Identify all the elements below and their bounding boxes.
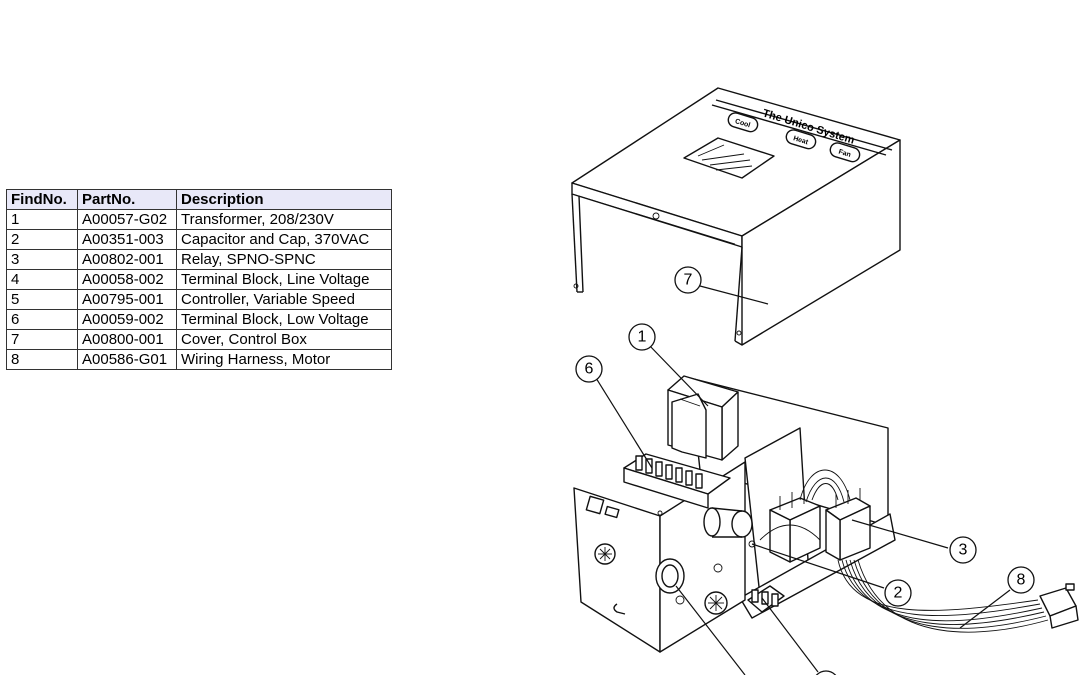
header-findno: FindNo. bbox=[6, 189, 78, 210]
find-no: 8 bbox=[6, 349, 78, 370]
capacitor bbox=[703, 507, 756, 548]
find-no: 4 bbox=[6, 269, 78, 290]
table-row: 5 A00795-001 Controller, Variable Speed bbox=[6, 289, 392, 310]
header-partno: PartNo. bbox=[77, 189, 177, 210]
part-no: A00586-G01 bbox=[77, 349, 177, 370]
relays bbox=[769, 488, 871, 563]
header-description: Description bbox=[176, 189, 392, 210]
callout-6: 6 bbox=[575, 355, 603, 383]
svg-text:7: 7 bbox=[684, 272, 693, 289]
cover-button-heat: Heat bbox=[792, 135, 809, 146]
parts-table: FindNo. PartNo. Description 1 A00057-G02… bbox=[6, 189, 392, 370]
find-no: 6 bbox=[6, 309, 78, 330]
description: Transformer, 208/230V bbox=[176, 209, 392, 230]
svg-text:2: 2 bbox=[894, 585, 903, 602]
svg-text:8: 8 bbox=[1017, 572, 1026, 589]
callout-3: 3 bbox=[949, 536, 977, 564]
control-box-cover: The Unico System Cool Heat Fan bbox=[571, 87, 901, 346]
description: Wiring Harness, Motor bbox=[176, 349, 392, 370]
transformer bbox=[667, 375, 739, 461]
callout-8: 8 bbox=[1007, 566, 1035, 594]
part-no: A00795-001 bbox=[77, 289, 177, 310]
find-no: 2 bbox=[6, 229, 78, 250]
find-no: 5 bbox=[6, 289, 78, 310]
table-row: 4 A00058-002 Terminal Block, Line Voltag… bbox=[6, 269, 392, 290]
svg-text:3: 3 bbox=[959, 542, 968, 559]
table-row: 2 A00351-003 Capacitor and Cap, 370VAC bbox=[6, 229, 392, 250]
exploded-view-drawing: The Unico System Cool Heat Fan bbox=[571, 87, 1079, 675]
parts-table-header-row: FindNo. PartNo. Description bbox=[6, 189, 392, 210]
find-no: 7 bbox=[6, 329, 78, 350]
table-row: 1 A00057-G02 Transformer, 208/230V bbox=[6, 209, 392, 230]
callout-7: 7 bbox=[674, 266, 702, 294]
table-row: 8 A00586-G01 Wiring Harness, Motor bbox=[6, 349, 392, 370]
callout-2: 2 bbox=[884, 579, 912, 607]
part-no: A00800-001 bbox=[77, 329, 177, 350]
description: Relay, SPNO-SPNC bbox=[176, 249, 392, 270]
description: Controller, Variable Speed bbox=[176, 289, 392, 310]
callout-1: 1 bbox=[628, 323, 656, 351]
part-no: A00057-G02 bbox=[77, 209, 177, 230]
terminal-block-low-voltage bbox=[623, 453, 731, 509]
find-no: 1 bbox=[6, 209, 78, 230]
description: Capacitor and Cap, 370VAC bbox=[176, 229, 392, 250]
part-no: A00802-001 bbox=[77, 249, 177, 270]
svg-text:1: 1 bbox=[638, 329, 647, 346]
internal-wiring bbox=[759, 469, 851, 541]
table-row: 3 A00802-001 Relay, SPNO-SPNC bbox=[6, 249, 392, 270]
cover-button-fan: Fan bbox=[838, 149, 852, 159]
callout-5-partial: 5 bbox=[815, 670, 837, 675]
description: Terminal Block, Low Voltage bbox=[176, 309, 392, 330]
description: Cover, Control Box bbox=[176, 329, 392, 350]
find-no: 3 bbox=[6, 249, 78, 270]
description: Terminal Block, Line Voltage bbox=[176, 269, 392, 290]
part-no: A00351-003 bbox=[77, 229, 177, 250]
table-row: 6 A00059-002 Terminal Block, Low Voltage bbox=[6, 309, 392, 330]
svg-text:6: 6 bbox=[585, 361, 594, 378]
wiring-harness-motor bbox=[837, 559, 1079, 633]
part-no: A00059-002 bbox=[77, 309, 177, 330]
part-no: A00058-002 bbox=[77, 269, 177, 290]
table-row: 7 A00800-001 Cover, Control Box bbox=[6, 329, 392, 350]
cover-button-cool: Cool bbox=[734, 118, 751, 129]
